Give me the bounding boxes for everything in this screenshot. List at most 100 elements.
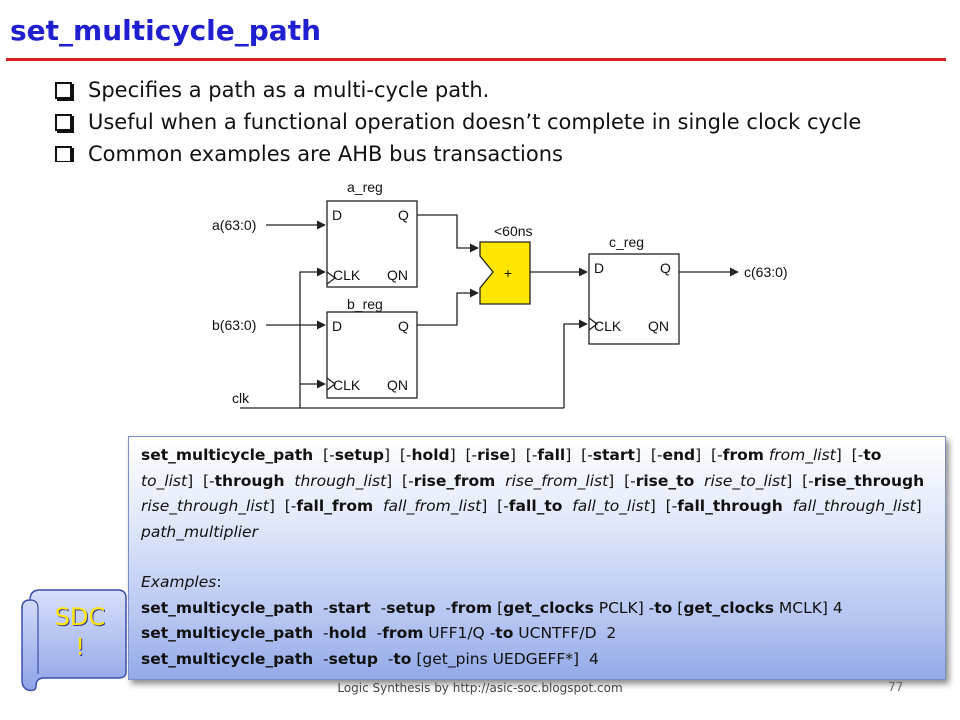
- sdc-badge-line2: !: [75, 633, 85, 661]
- syntax-token: ] [-: [695, 446, 723, 464]
- c-reg-pin-clk: CLK: [594, 318, 622, 334]
- syntax-token: set_multicycle_path: [141, 446, 314, 464]
- b-reg-pin-q: Q: [398, 318, 409, 334]
- syntax-token: -: [370, 598, 387, 617]
- syntax-token: rise_from: [413, 471, 496, 490]
- syntax-token: through_list: [294, 471, 387, 490]
- syntax-token: start: [328, 598, 371, 617]
- syntax-token: end: [662, 446, 696, 464]
- syntax-token: -: [313, 649, 329, 668]
- adder-symbol: +: [504, 265, 512, 281]
- syntax-token: [881, 446, 886, 464]
- syntax-text: set_multicycle_path [-setup] [-hold] [-r…: [141, 443, 935, 545]
- checkbox-bullet-icon: [55, 145, 72, 162]
- bullet-text: Common examples are AHB bus transactions: [88, 142, 563, 162]
- syntax-token: ] [-: [449, 446, 478, 464]
- syntax-token: ] [-: [386, 471, 414, 490]
- syntax-token: to: [863, 446, 882, 464]
- syntax-token: ] [-: [187, 471, 215, 490]
- b-reg-pin-clk: CLK: [333, 377, 361, 393]
- sdc-badge-text: SDC !: [32, 602, 128, 662]
- syntax-token: from: [382, 624, 424, 642]
- input-clk-label: clk: [232, 390, 250, 406]
- syntax-token: UCNTFF/D 2: [513, 624, 617, 642]
- syntax-token: MCLK] 4: [773, 598, 843, 617]
- syntax-token: rise_from_list: [505, 471, 609, 490]
- examples-list: set_multicycle_path -start -setup -from …: [141, 596, 935, 673]
- syntax-token: through: [214, 471, 285, 490]
- syntax-token: ] [-: [481, 497, 509, 515]
- slide-title: set_multicycle_path: [10, 14, 322, 47]
- syntax-token: PCLK] -: [593, 598, 655, 617]
- syntax-token: fall_to_list: [572, 497, 650, 515]
- input-a-label: a(63:0): [212, 217, 256, 233]
- page-number: 77: [888, 680, 904, 694]
- syntax-token: rise_to_list: [704, 471, 787, 490]
- c-reg-pin-qn: QN: [648, 318, 669, 334]
- syntax-token: path_multiplier: [141, 522, 258, 541]
- syntax-token: fall_through_list: [792, 497, 916, 515]
- syntax-token: [: [672, 598, 684, 617]
- syntax-token: hold: [411, 446, 450, 464]
- checkbox-bullet-icon: [55, 81, 72, 99]
- syntax-token: to: [495, 624, 514, 642]
- syntax-box: set_multicycle_path [-setup] [-hold] [-r…: [128, 436, 946, 680]
- syntax-token: to: [393, 649, 412, 668]
- b-reg-pin-d: D: [332, 318, 342, 334]
- examples-heading: Examples:: [141, 573, 222, 591]
- syntax-token: get_clocks: [503, 598, 594, 617]
- syntax-token: get_clocks: [683, 598, 774, 617]
- a-reg-pin-d: D: [332, 207, 342, 223]
- c-reg-pin-q: Q: [660, 260, 671, 276]
- syntax-token: set_multicycle_path: [141, 624, 314, 642]
- c-reg-label: c_reg: [609, 234, 644, 250]
- syntax-token: ] [-: [634, 446, 663, 464]
- bullet-item: Useful when a functional operation doesn…: [55, 106, 861, 138]
- syntax-token: fall_through: [677, 497, 783, 515]
- syntax-token: rise_through: [813, 471, 925, 490]
- syntax-token: fall_to: [508, 497, 563, 515]
- syntax-token: ] [-: [268, 497, 297, 515]
- syntax-token: [495, 472, 505, 490]
- sdc-badge-line1: SDC: [54, 603, 106, 631]
- syntax-token: [get_pins UEDGEFF*] 4: [411, 649, 599, 668]
- syntax-token: ] [-: [835, 446, 864, 464]
- syntax-token: ] [-: [383, 446, 412, 464]
- syntax-token: hold: [328, 624, 367, 642]
- syntax-token: [285, 472, 295, 490]
- bullet-item: Specifies a path as a multi-cycle path.: [55, 74, 861, 106]
- syntax-token: -: [313, 598, 329, 617]
- syntax-token: to: [654, 598, 673, 617]
- syntax-token: ]: [915, 497, 932, 515]
- syntax-token: ] [-: [608, 471, 636, 490]
- bullet-list: Specifies a path as a multi-cycle path. …: [55, 74, 861, 162]
- c-reg-box: [588, 253, 680, 345]
- syntax-token: from: [450, 598, 493, 617]
- a-reg-pin-clk: CLK: [333, 267, 361, 283]
- syntax-token: fall_from_list: [383, 497, 482, 515]
- syntax-token: from: [722, 446, 764, 464]
- syntax-token: ] [-: [649, 497, 678, 515]
- syntax-token: start: [592, 446, 635, 464]
- a-reg-label: a_reg: [347, 179, 383, 195]
- syntax-token: setup: [386, 598, 436, 617]
- syntax-token: -: [377, 649, 394, 668]
- example-line: set_multicycle_path -hold -from UFF1/Q -…: [141, 621, 935, 647]
- syntax-token: [562, 497, 572, 515]
- syntax-token: ] [-: [786, 471, 814, 490]
- c-reg-pin-d: D: [594, 260, 604, 276]
- example-line: set_multicycle_path -setup -to [get_pins…: [141, 647, 935, 673]
- slide-footer: Logic Synthesis by http://asic-soc.blogs…: [337, 681, 623, 695]
- b-reg-label: b_reg: [347, 296, 383, 312]
- b-reg-box: [326, 311, 418, 399]
- syntax-token: [373, 497, 383, 515]
- adder-shape: [479, 241, 531, 305]
- b-reg-pin-qn: QN: [387, 377, 408, 393]
- bullet-item: Common examples are AHB bus transactions: [55, 138, 861, 162]
- syntax-token: [: [492, 598, 504, 617]
- syntax-token: [783, 497, 793, 515]
- a-reg-box: [326, 200, 418, 288]
- title-divider: [6, 58, 946, 61]
- syntax-token: rise: [477, 446, 510, 464]
